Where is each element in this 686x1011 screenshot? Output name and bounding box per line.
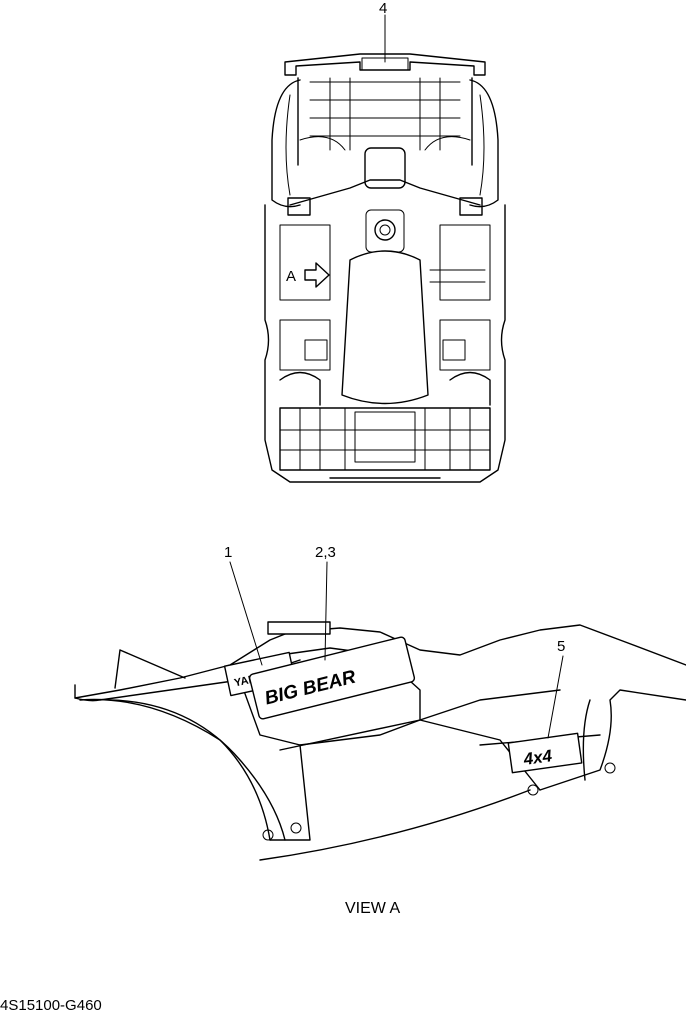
callout-number-1: 1 <box>224 544 232 561</box>
view-caption: VIEW A <box>345 900 400 917</box>
atv-top-view: A <box>264 53 506 483</box>
model-emblem: BIG BEAR <box>248 636 416 720</box>
fourwd-emblem: 4x4 <box>507 732 583 774</box>
callout-number-4: 4 <box>379 0 387 17</box>
part-code: 4S15100-G460 <box>0 997 102 1011</box>
view-marker-letter: A <box>286 268 296 285</box>
fourwd-emblem-text: 4x4 <box>521 746 553 769</box>
view-a-side-detail <box>74 621 686 861</box>
callout-number-5: 5 <box>557 638 565 655</box>
callout-number-2-3: 2,3 <box>315 544 336 561</box>
